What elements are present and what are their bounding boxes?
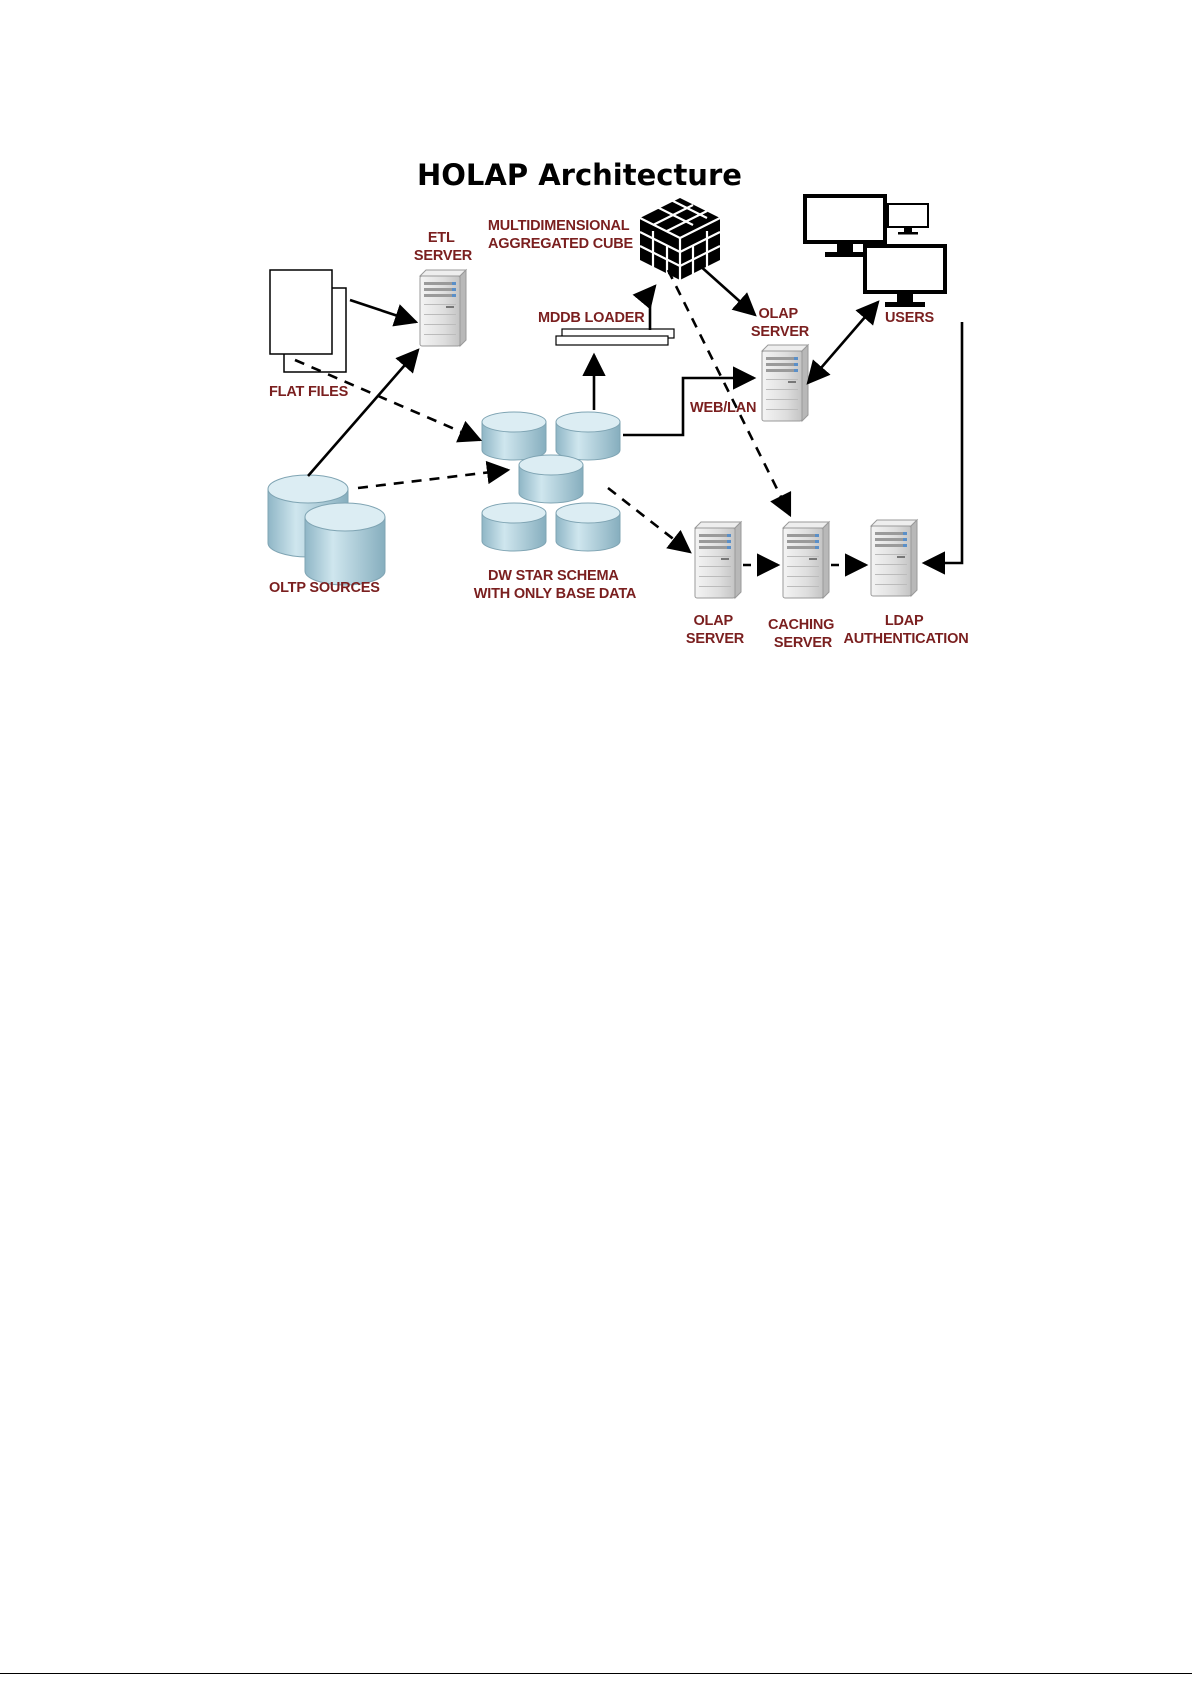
olap-server-bottom-label: OLAP SERVER bbox=[686, 613, 745, 647]
dw-star-schema-label: DW STAR SCHEMA WITH ONLY BASE DATA bbox=[474, 568, 637, 602]
mddb-loader-label: MDDB LOADER bbox=[538, 310, 645, 326]
caching-server-label: CACHING SERVER bbox=[768, 617, 838, 651]
oltp-sources-label: OLTP SOURCES bbox=[269, 580, 380, 596]
users-monitors-icon bbox=[805, 196, 945, 307]
arrow-flatfiles-etl bbox=[350, 300, 416, 322]
etl-server-label: ETL SERVER bbox=[414, 230, 473, 264]
arrow-users-ldap bbox=[924, 322, 962, 563]
arrow-cube-olap bbox=[698, 264, 755, 315]
arrow-oltp-dw bbox=[358, 470, 508, 488]
etl-server-icon bbox=[420, 270, 466, 346]
dw-star-schema-icon bbox=[482, 412, 620, 551]
arrow-mddb-cube bbox=[650, 286, 655, 330]
mddb-loader-icon bbox=[556, 329, 674, 345]
ldap-authentication-server-icon bbox=[871, 520, 917, 596]
oltp-sources-icon bbox=[268, 475, 385, 585]
flat-files-icon bbox=[270, 270, 346, 372]
multidimensional-cube-label: MULTIDIMENSIONAL AGGREGATED CUBE bbox=[488, 218, 634, 252]
olap-server-bottom-icon bbox=[695, 522, 741, 598]
olap-server-top-icon bbox=[762, 345, 808, 421]
diagram-title: HOLAP Architecture bbox=[417, 158, 742, 192]
users-label: USERS bbox=[885, 310, 934, 326]
ldap-authentication-label: LDAP AUTHENTICATION bbox=[843, 613, 968, 647]
web-lan-label: WEB/LAN bbox=[690, 400, 756, 416]
olap-server-top-label: OLAP SERVER bbox=[751, 306, 810, 340]
flat-files-label: FLAT FILES bbox=[269, 384, 349, 400]
caching-server-icon bbox=[783, 522, 829, 598]
page-footer-rule bbox=[0, 1673, 1192, 1674]
multidimensional-cube-icon bbox=[640, 198, 720, 280]
arrow-olap-users bbox=[808, 302, 878, 383]
